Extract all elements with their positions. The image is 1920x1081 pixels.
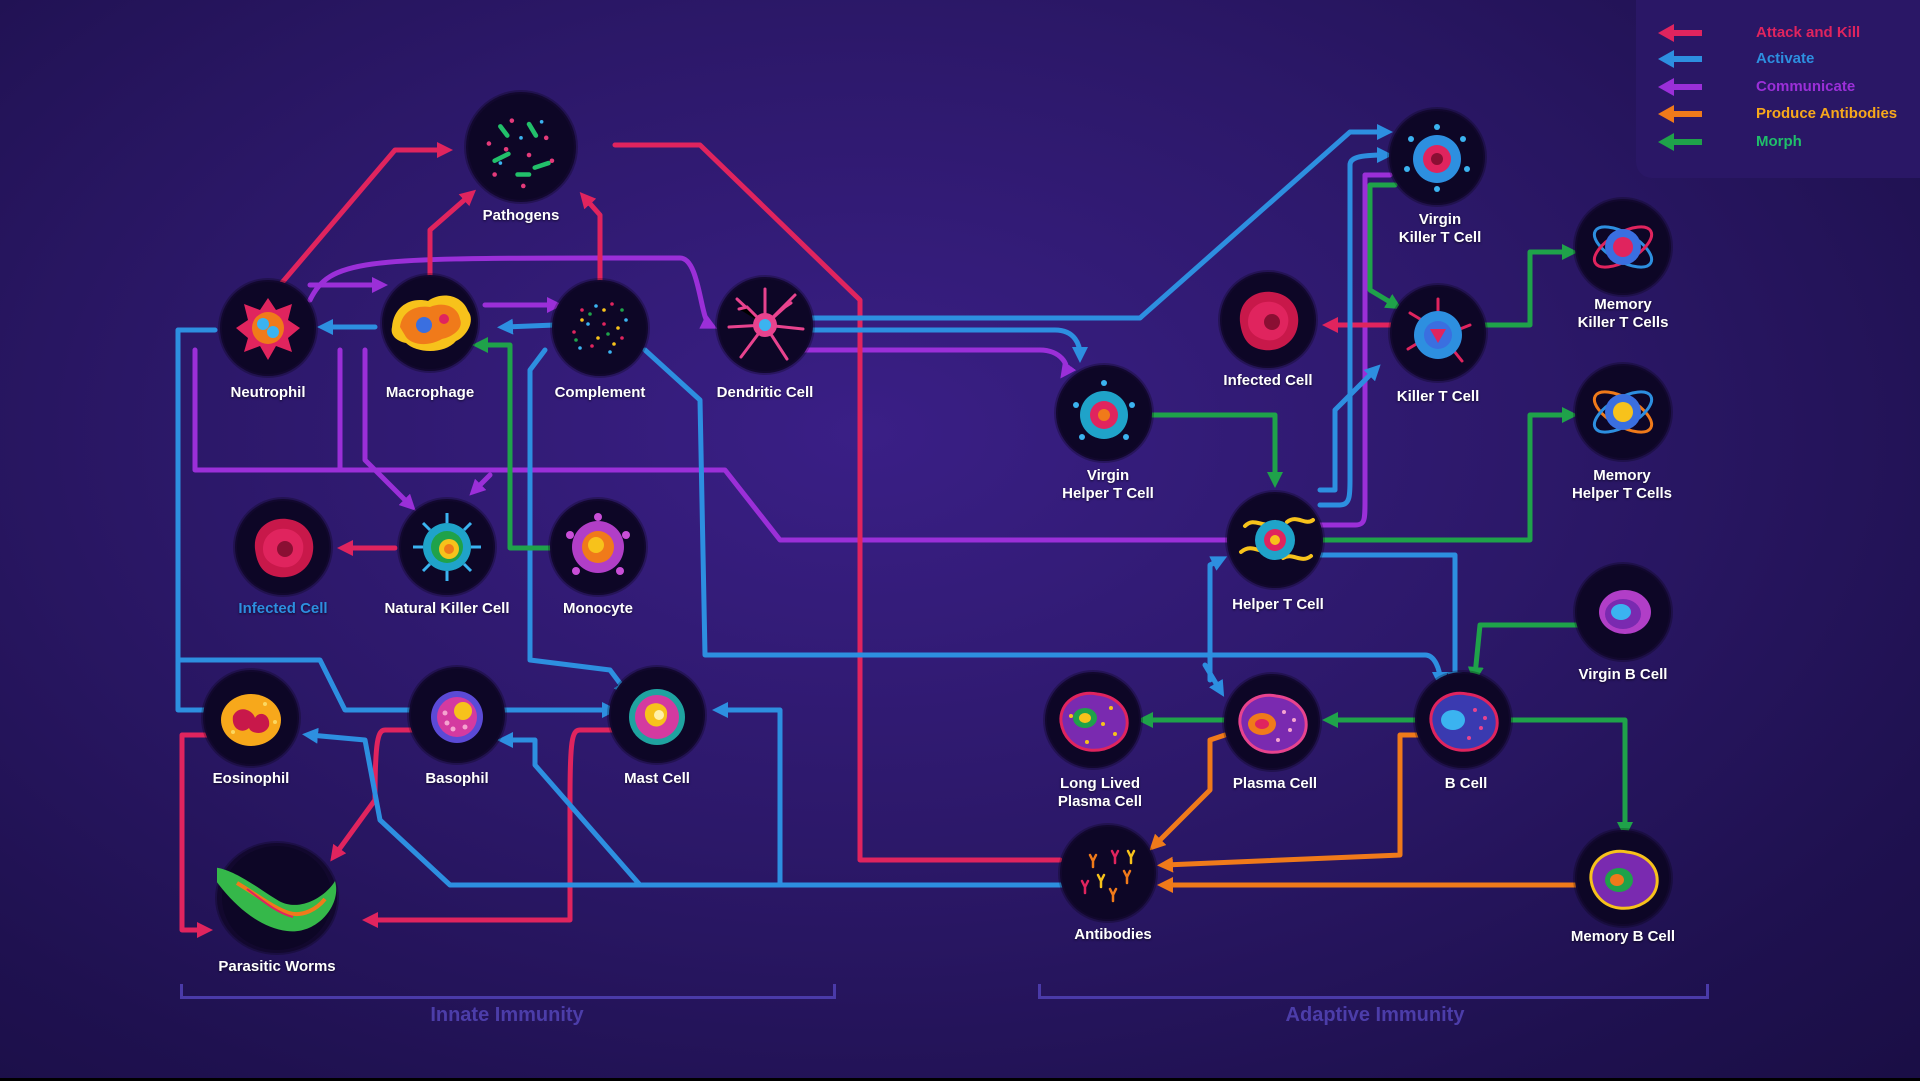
legend-item-attack: Attack and Kill <box>1656 20 1916 46</box>
legend: Attack and Kill Activate Communicate Pro… <box>1636 0 1920 178</box>
complement-icon <box>552 280 648 376</box>
dendritic-cell-label: Dendritic Cell <box>716 384 814 401</box>
natural-killer-cell-icon <box>399 499 495 595</box>
helper-t-cell-icon <box>1227 492 1323 588</box>
legend-item-communicate: Communicate <box>1656 74 1916 100</box>
memory-b-cell-label: Memory B Cell <box>1570 928 1676 945</box>
memory-b-cell-icon <box>1575 830 1671 926</box>
infected-cell-label: Infected Cell <box>238 600 328 617</box>
legend-label-produce: Produce Antibodies <box>1756 105 1898 122</box>
helper-t-cell-label: Helper T Cell <box>1232 596 1324 613</box>
long-lived-plasma-cell-label: Long Lived Plasma Cell <box>1057 775 1143 810</box>
legend-item-activate: Activate <box>1656 46 1916 72</box>
memory-killer-t-cells-label: Memory Killer T Cells <box>1577 296 1669 331</box>
infected-cell-right-label: Infected Cell <box>1223 372 1313 389</box>
virgin-killer-t-cell-icon <box>1389 109 1485 205</box>
neutrophil-label: Neutrophil <box>230 384 306 401</box>
killer-t-cell-icon <box>1390 285 1486 381</box>
killer-t-cell-label: Killer T Cell <box>1396 388 1480 405</box>
plasma-cell-icon <box>1224 674 1320 770</box>
virgin-killer-t-cell-label: Virgin Killer T Cell <box>1398 211 1482 246</box>
adaptive-immunity-title: Adaptive Immunity <box>1285 1004 1465 1026</box>
parasitic-worms-icon <box>217 843 337 953</box>
arrow-left-icon <box>1658 133 1702 151</box>
macrophage-label: Macrophage <box>385 384 475 401</box>
virgin-helper-t-cell-icon <box>1056 365 1152 461</box>
innate-immunity-bracket <box>180 984 836 999</box>
arrow-left-icon <box>1658 50 1702 68</box>
neutrophil-icon <box>220 280 316 376</box>
antibodies-icon <box>1060 825 1156 921</box>
legend-label-morph: Morph <box>1756 133 1802 150</box>
legend-label-activate: Activate <box>1756 50 1815 67</box>
memory-helper-t-cells-icon <box>1575 364 1671 460</box>
arrow-left-icon <box>1658 105 1702 123</box>
plasma-cell-label: Plasma Cell <box>1232 775 1318 792</box>
b-cell-label: B Cell <box>1444 775 1488 792</box>
basophil-icon <box>409 667 505 763</box>
pathogens-label: Pathogens <box>482 207 560 224</box>
dendritic-cell-icon <box>717 277 813 373</box>
legend-label-attack: Attack and Kill <box>1756 24 1861 41</box>
virgin-b-cell-icon <box>1575 564 1671 660</box>
legend-item-produce: Produce Antibodies <box>1656 101 1916 127</box>
long-lived-plasma-cell-icon <box>1045 672 1141 768</box>
arrow-left-icon <box>1658 78 1702 96</box>
pathogens-icon <box>466 92 576 202</box>
memory-helper-t-cells-label: Memory Helper T Cells <box>1571 467 1673 502</box>
innate-immunity-title: Innate Immunity <box>430 1004 584 1026</box>
eosinophil-label: Eosinophil <box>212 770 290 787</box>
infected-cell-right-icon <box>1220 272 1316 368</box>
mast-cell-label: Mast Cell <box>624 770 690 787</box>
arrow-left-icon <box>1658 24 1702 42</box>
antibodies-label: Antibodies <box>1074 926 1152 943</box>
basophil-label: Basophil <box>425 770 489 787</box>
natural-killer-cell-label: Natural Killer Cell <box>384 600 510 617</box>
adaptive-immunity-bracket <box>1038 984 1709 999</box>
virgin-b-cell-label: Virgin B Cell <box>1578 666 1668 683</box>
bottom-edge <box>0 1078 1920 1081</box>
b-cell-icon <box>1415 672 1511 768</box>
parasitic-worms-label: Parasitic Worms <box>218 958 336 975</box>
complement-label: Complement <box>554 384 646 401</box>
monocyte-label: Monocyte <box>562 600 633 617</box>
virgin-helper-t-cell-label: Virgin Helper T Cell <box>1062 467 1154 502</box>
macrophage-icon <box>382 275 478 371</box>
eosinophil-icon <box>203 670 299 766</box>
monocyte-icon <box>550 499 646 595</box>
memory-killer-t-cells-icon <box>1575 199 1671 295</box>
legend-item-morph: Morph <box>1656 129 1916 155</box>
legend-label-communicate: Communicate <box>1756 78 1856 95</box>
mast-cell-icon <box>609 667 705 763</box>
infected-cell-icon <box>235 499 331 595</box>
